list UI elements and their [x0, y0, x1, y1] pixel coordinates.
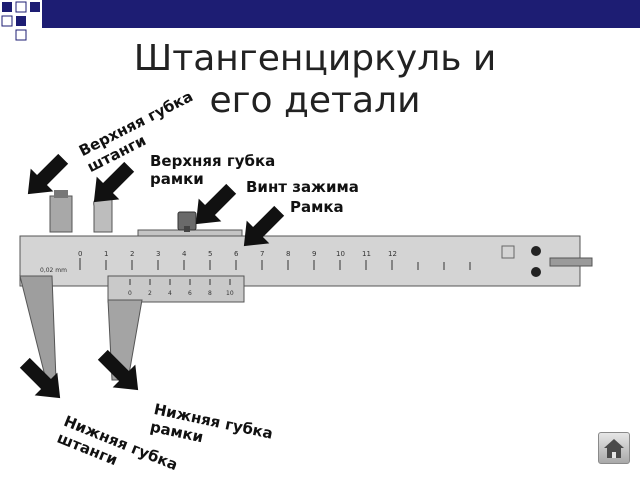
scale-number: 7 [260, 250, 264, 258]
main-scale-ticks [79, 258, 471, 270]
label-upper-jaw-frame: Верхняя губка рамки [150, 152, 276, 188]
label-clamp-screw: Винт зажима [246, 178, 359, 196]
scale-number: 5 [208, 250, 212, 258]
arrow-lower-jaw-bar [19, 357, 61, 399]
scale-number: 1 [104, 250, 108, 258]
depth-rod [549, 257, 593, 267]
arrow-clamp-screw [195, 183, 237, 225]
arrow-upper-jaw-bar [27, 153, 69, 195]
caliper-illustration: 0 1 2 3 4 5 6 7 8 9 10 11 12 0,02 mm 0 2… [19, 153, 593, 399]
scale-number: 8 [286, 250, 290, 258]
clamp-screw-stem [184, 226, 190, 232]
vernier-number: 4 [168, 290, 172, 297]
vernier-numbers: 0 2 4 6 8 10 [128, 290, 234, 297]
brand-mark [501, 245, 515, 259]
scale-number: 0 [78, 250, 82, 258]
corner-decoration [1, 1, 40, 41]
vernier-number: 2 [148, 290, 152, 297]
slide-title-line2: его детали [209, 80, 421, 121]
scale-number: 9 [312, 250, 316, 258]
vernier-ticks [129, 279, 231, 285]
main-bar [19, 235, 581, 287]
header-bar [42, 0, 640, 28]
scale-number: 3 [156, 250, 160, 258]
label-frame: Рамка [290, 198, 344, 216]
home-icon [604, 439, 624, 458]
arrow-frame [243, 205, 285, 247]
scale-number: 4 [182, 250, 187, 258]
arrow-lower-jaw-frame [97, 349, 139, 391]
upper-jaw-bar-tip [54, 190, 68, 198]
upper-jaw-frame [93, 197, 113, 233]
scale-number: 6 [234, 250, 239, 258]
vernier-number: 8 [208, 290, 212, 297]
rivet [531, 246, 541, 256]
scale-number: 12 [388, 250, 397, 258]
precision-mark: 0,02 mm [40, 267, 67, 274]
slide-title-line1: Штангенциркуль и [133, 38, 497, 79]
vernier-number: 6 [188, 290, 192, 297]
scale-number: 10 [336, 250, 345, 258]
home-button[interactable] [598, 432, 630, 464]
rivet [531, 267, 541, 277]
upper-jaw-bar [49, 195, 73, 233]
vernier-number: 10 [226, 290, 234, 297]
vernier-number: 0 [128, 290, 132, 297]
scale-number: 2 [130, 250, 134, 258]
vernier-frame [107, 275, 245, 303]
scale-number: 11 [362, 250, 371, 258]
slide-title: Штангенциркуль и его детали [0, 38, 630, 122]
arrow-upper-jaw-frame [93, 161, 135, 203]
main-scale-numbers: 0 1 2 3 4 5 6 7 8 9 10 11 12 [78, 250, 397, 258]
